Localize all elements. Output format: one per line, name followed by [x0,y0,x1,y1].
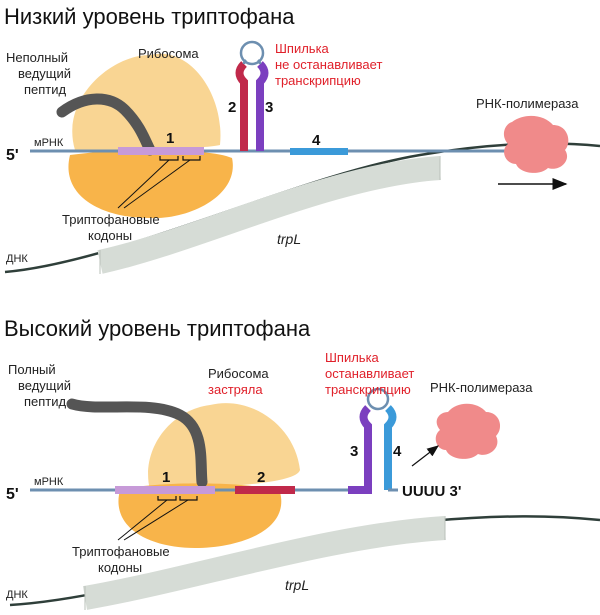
five-prime-label: 5' [6,147,19,164]
trpl-gene-edges [84,516,446,610]
ribosome-stalled-label: застряла [208,382,263,397]
codons-label-line-1: Триптофановые [72,544,170,559]
region-2-hairpin [235,61,248,151]
trpl-gene-bar [97,156,441,274]
region-1 [118,147,204,155]
five-prime-label: 5' [6,486,19,503]
ribosome-small-subunit [72,53,221,150]
region-2-number: 2 [228,99,236,116]
panel-high-tryptophan: Высокий уровень триптофана Полный ведущи… [4,316,600,610]
region-2 [235,486,295,494]
region-3-number: 3 [350,443,358,460]
ribosome-label: Рибосома [138,46,199,61]
complete-leader-peptide [66,398,208,488]
region-4-number: 4 [312,132,321,149]
gene-label: trpL [277,231,301,247]
trpl-gene-bar [82,516,446,610]
hairpin-label-line-3: транскрипцию [325,382,411,397]
region-4-hairpin [384,405,397,490]
peptide-label-line-3: пептид [24,394,67,409]
polymerase-label: РНК-полимераза [430,380,533,395]
codon-pointer-2 [123,499,189,541]
poly-u-tail-label: UUUU 3' [402,483,461,500]
mrna-label: мРНК [34,137,64,149]
hairpin-label-line-2: останавливает [325,366,414,381]
peptide-label-line-2: ведущий [18,66,71,81]
incomplete-leader-peptide [56,93,156,156]
codons-label-line-2: кодоны [98,560,142,575]
trpl-gene-edges [99,156,441,274]
codon-pointer-1 [117,499,168,541]
hairpin-loop [366,387,390,411]
region-3-hairpin [256,61,269,151]
region-3-number: 3 [265,99,273,116]
rna-polymerase [435,403,501,459]
panel-title-high: Высокий уровень триптофана [4,316,311,341]
hairpin-label-line-2: не останавливает [275,57,382,72]
hairpin-label-line-1: Шпилька [275,41,330,56]
panel-title-low: Низкий уровень триптофана [4,4,295,29]
peptide-label-line-1: Неполный [6,50,68,65]
panel-low-tryptophan: Низкий уровень триптофана Неполный ведущ… [4,4,600,274]
rna-polymerase [503,115,569,173]
region-1-number: 1 [166,130,174,147]
codons-label-line-2: кодоны [88,228,132,243]
peptide-label-line-3: пептид [24,82,67,97]
arrow-up-right-icon [411,445,439,467]
hairpin-label-line-1: Шпилька [325,350,380,365]
region-4 [290,148,348,155]
gene-label: trpL [285,577,309,593]
dna-label: ДНК [6,253,28,265]
region-1 [115,486,215,494]
codon-pointer-1 [117,159,170,209]
codon-pointer-2 [123,159,191,209]
ribosome-large-subunit [68,150,233,219]
region-4-number: 4 [393,443,402,460]
region-1-number: 1 [162,469,170,486]
mrna-label: мРНК [34,476,64,488]
hairpin-loop [239,40,265,66]
polymerase-label: РНК-полимераза [476,96,579,111]
ribosome-label: Рибосома [208,366,269,381]
region-2-number: 2 [257,469,265,486]
region-3-hairpin [348,405,372,494]
hairpin-label-line-3: транскрипцию [275,73,361,88]
dna-label: ДНК [6,589,28,601]
codons-label-line-1: Триптофановые [62,212,160,227]
peptide-label-line-2: ведущий [18,378,71,393]
peptide-label-line-1: Полный [8,362,56,377]
